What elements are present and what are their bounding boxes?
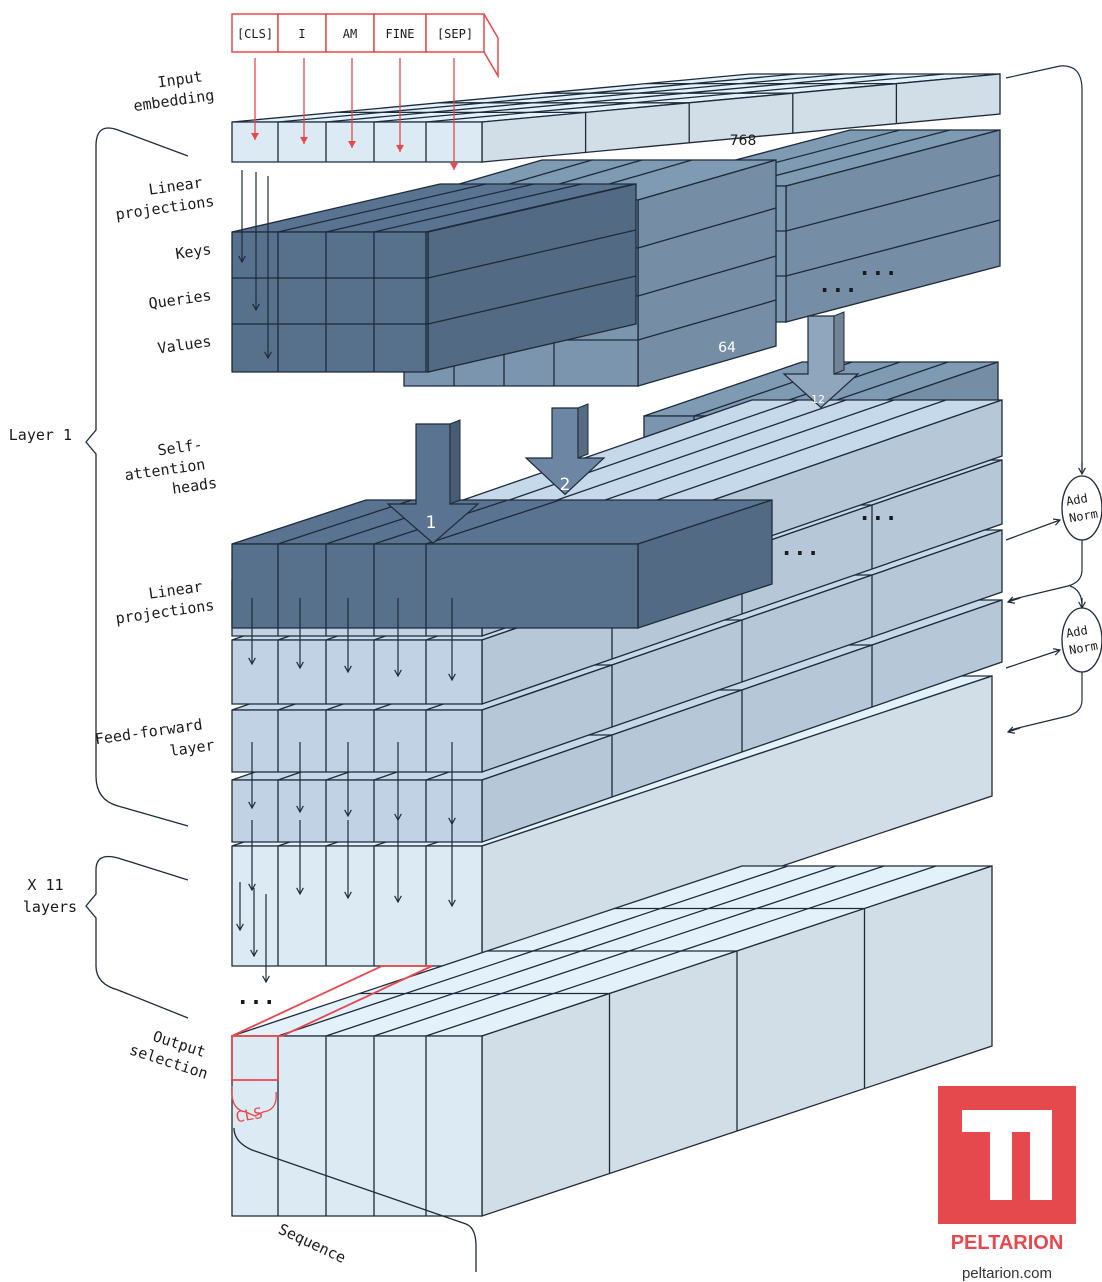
add-norm-2: Add Norm xyxy=(1062,608,1102,672)
input-embedding-block-front xyxy=(232,122,482,162)
add-norm-1: Add Norm xyxy=(1062,476,1102,540)
label-linear-projections-2: Linear projections xyxy=(112,576,216,627)
token-sep: [SEP] xyxy=(426,14,498,76)
token-am: AM xyxy=(326,14,374,52)
ellipsis-heads-mid-2: ... xyxy=(858,501,898,526)
token-fine: FINE xyxy=(374,14,426,52)
to-add-norm-2 xyxy=(1006,650,1060,668)
head-1-label: 1 xyxy=(426,513,437,533)
label-sequence: Sequence xyxy=(276,1220,349,1267)
svg-text:[SEP]: [SEP] xyxy=(437,27,473,41)
label-queries: Queries xyxy=(147,286,212,313)
ellipsis-heads-top: ... xyxy=(818,273,858,298)
head-1-arrow-side xyxy=(450,420,460,504)
dim-hidden: 768 xyxy=(730,133,757,149)
ellipsis-heads-top-2: ... xyxy=(858,256,898,281)
svg-text:FINE: FINE xyxy=(386,27,415,41)
head-2-arrow-side xyxy=(578,404,588,458)
to-add-norm-1 xyxy=(1006,520,1060,540)
dim-head-a: 64 xyxy=(551,386,569,402)
ffn-stack-1-front xyxy=(232,640,482,704)
x11-brace xyxy=(86,857,188,1019)
ellipsis-layers: ... xyxy=(236,985,276,1010)
label-input-embedding: Input embedding xyxy=(130,66,216,115)
dim-heads: 12 xyxy=(811,393,825,406)
residual-1 xyxy=(1006,66,1082,472)
ffn-stack-3-front xyxy=(232,780,482,842)
concat-heads-block xyxy=(232,500,772,628)
head-block-front-front xyxy=(232,232,428,372)
label-output-selection: Output selection xyxy=(127,1022,216,1083)
token-i: I xyxy=(278,14,326,52)
brand-url: peltarion.com xyxy=(962,1265,1052,1282)
token-cls: [CLS] xyxy=(232,14,278,52)
svg-text:AM: AM xyxy=(343,27,357,41)
label-feed-forward-layer: Feed-forward layer xyxy=(94,714,216,770)
from-add-norm-1 xyxy=(1010,540,1082,600)
brand-name: PELTARION xyxy=(951,1232,1064,1254)
dim-head-b: 64 xyxy=(718,340,736,356)
output-block-front xyxy=(232,1036,482,1216)
token-arrow-head-4 xyxy=(450,163,458,170)
label-x11-layers: X 11 layers xyxy=(23,876,77,916)
label-values: Values xyxy=(156,332,212,357)
from-add-norm-2 xyxy=(1010,672,1082,730)
heads-12-arrow-side xyxy=(834,312,844,374)
head-2-label: 2 xyxy=(560,475,571,495)
ellipsis-heads-mid: ... xyxy=(780,536,820,561)
label-linear-projections-1: Linear projections xyxy=(112,172,216,223)
residual-2 xyxy=(1070,586,1082,606)
concat-heads-block-front xyxy=(232,544,638,628)
svg-text:I: I xyxy=(298,27,305,41)
svg-text:[CLS]: [CLS] xyxy=(237,27,273,41)
label-keys: Keys xyxy=(174,240,212,263)
label-layer-1: Layer 1 xyxy=(9,426,72,444)
peltarion-logo: PELTARION peltarion.com xyxy=(938,1086,1076,1282)
ffn-stack-2-front xyxy=(232,710,482,772)
ffn-stack-4-front xyxy=(232,846,482,966)
token-row: [CLS] I AM FINE [SEP] xyxy=(232,14,498,76)
label-self-attention-heads: Self- attention heads xyxy=(121,434,219,504)
head-block-mid-side xyxy=(638,160,776,386)
